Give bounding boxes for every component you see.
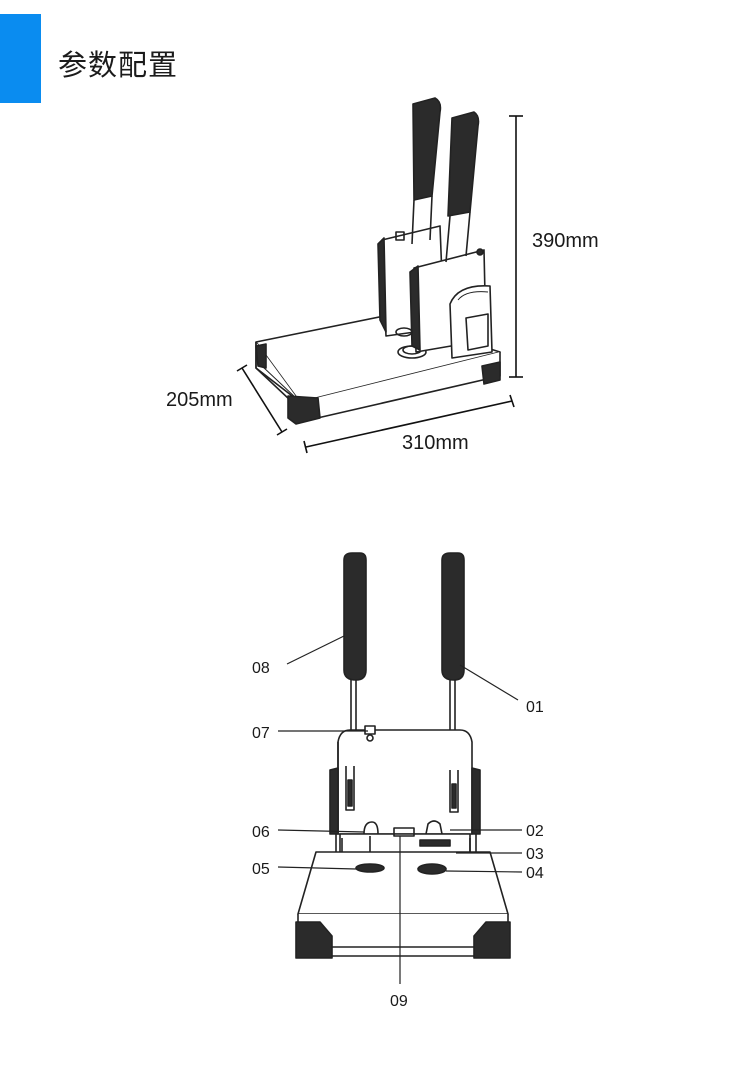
callout-01: 01 — [526, 699, 544, 716]
height-label: 390mm — [532, 230, 599, 252]
callout-06: 06 — [252, 824, 270, 841]
callout-07: 07 — [252, 725, 270, 742]
callout-04: 04 — [526, 865, 544, 882]
callout-leaders — [277, 635, 523, 984]
punch-machine-front — [295, 552, 511, 959]
callout-05: 05 — [252, 861, 270, 878]
width-label: 310mm — [402, 432, 469, 454]
punch-machine-perspective — [255, 97, 501, 425]
dimension-lines — [236, 115, 523, 454]
callout-08: 08 — [252, 660, 270, 677]
callout-02: 02 — [526, 823, 544, 840]
page-title: 参数配置 — [58, 48, 179, 82]
depth-label: 205mm — [166, 389, 233, 411]
callout-03: 03 — [526, 846, 544, 863]
parts-diagram: 08 01 07 06 05 02 03 04 09 — [252, 552, 544, 1010]
accent-bar — [0, 14, 41, 103]
callout-09: 09 — [390, 993, 408, 1010]
dimension-diagram: 390mm 205mm 310mm — [166, 97, 599, 454]
